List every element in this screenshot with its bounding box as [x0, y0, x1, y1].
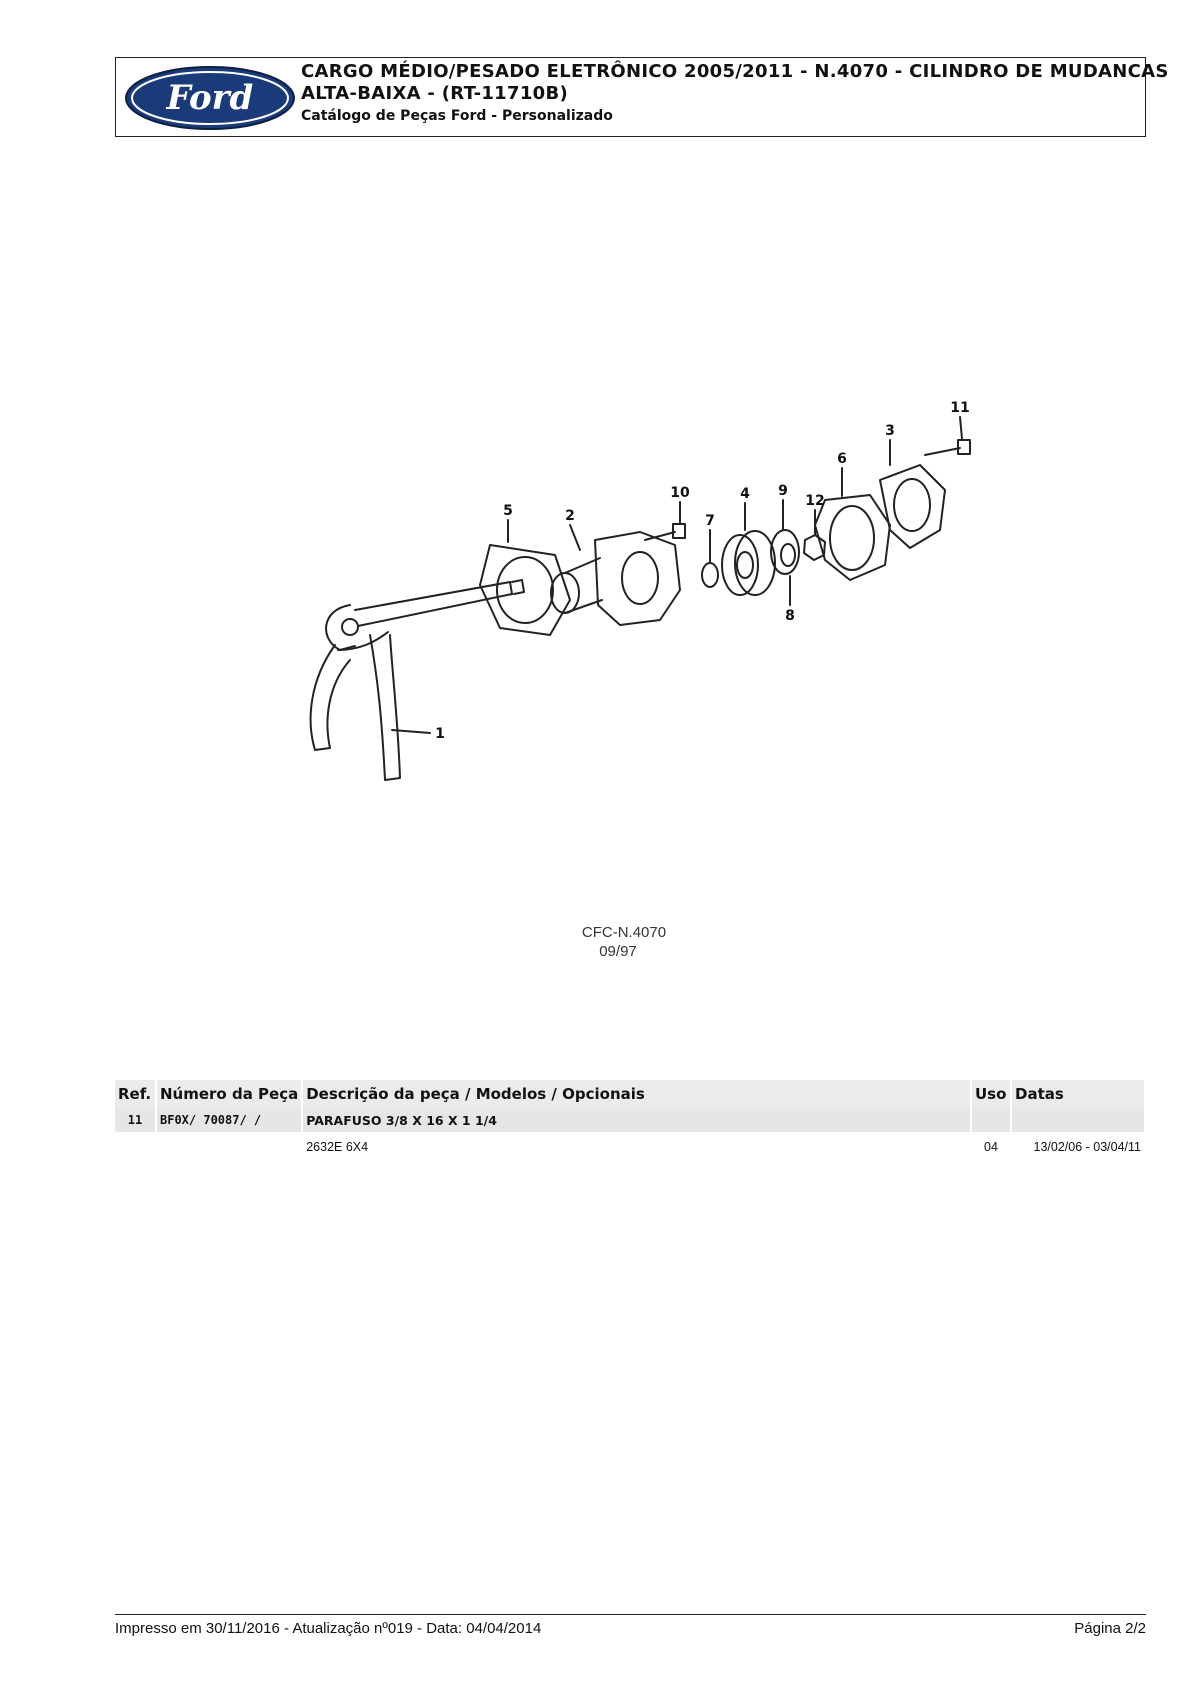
callout-2: 2: [565, 508, 575, 524]
callout-7: 7: [705, 513, 715, 529]
parts-table: Ref. Número da Peça Descrição da peça / …: [115, 1080, 1146, 1159]
callout-3: 3: [885, 423, 895, 439]
col-datas: Datas: [1011, 1080, 1146, 1108]
callout-10: 10: [670, 485, 690, 501]
gasket-part-5: [479, 519, 571, 636]
bolt-part-11: [924, 416, 971, 456]
page-header: Ford CARGO MÉDIO/PESADO ELETRÔNICO 2005/…: [115, 57, 1168, 137]
print-info: Impresso em 30/11/2016 - Atualização nº0…: [115, 1620, 542, 1637]
callout-8: 8: [785, 608, 795, 624]
cell-model: 2632E 6X4: [302, 1132, 972, 1159]
page-number: Página 2/2: [1074, 1620, 1146, 1637]
col-description: Descrição da peça / Modelos / Opcionais: [302, 1080, 972, 1108]
table-row-detail: 2632E 6X4 04 13/02/06 - 03/04/11: [115, 1132, 1146, 1159]
cell-part-number: BF0X/ 70087/ /: [156, 1108, 304, 1132]
callout-9: 9: [778, 483, 788, 499]
cell-datas: 13/02/06 - 03/04/11: [1011, 1132, 1146, 1159]
parts-table-header: Ref. Número da Peça Descrição da peça / …: [115, 1080, 1146, 1108]
callout-11: 11: [950, 400, 969, 416]
catalog-subtitle: Catálogo de Peças Ford - Personalizado: [301, 108, 613, 124]
callout-4: 4: [740, 486, 750, 502]
cover-part-3: [879, 439, 946, 549]
page-title: CARGO MÉDIO/PESADO ELETRÔNICO 2005/2011 …: [301, 61, 1169, 82]
table-row: 11 BF0X/ 70087/ / PARAFUSO 3/8 X 16 X 1 …: [115, 1108, 1146, 1132]
cell-description: PARAFUSO 3/8 X 16 X 1 1/4: [302, 1108, 972, 1132]
col-ref: Ref.: [115, 1080, 157, 1108]
cell-ref: 11: [115, 1108, 157, 1132]
piston-part-4: [721, 502, 776, 596]
col-part-number: Número da Peça: [156, 1080, 304, 1108]
callout-5: 5: [503, 503, 513, 519]
cell-uso: 04: [971, 1132, 1012, 1159]
page-title-line2: ALTA-BAIXA - (RT-11710B): [301, 83, 569, 104]
exploded-parts-diagram: 1 2 3 4 5 6 7 8 9 10 11 12 CFC-N.4070 09…: [309, 400, 971, 960]
gasket-part-6: [814, 467, 891, 581]
cell-datas-empty: [1011, 1108, 1146, 1132]
ring-part-8: [780, 543, 796, 567]
col-uso: Uso: [971, 1080, 1012, 1108]
o-ring-part-7: [701, 562, 719, 588]
callout-12: 12: [805, 493, 824, 509]
footer-divider: [115, 1614, 1146, 1615]
callout-6: 6: [837, 451, 847, 467]
cell-uso-empty: [971, 1108, 1012, 1132]
diagram-code: CFC-N.4070: [582, 924, 666, 941]
callout-1: 1: [435, 726, 445, 742]
washer-part-9: [770, 529, 800, 575]
ford-logo: Ford: [125, 66, 295, 130]
ford-logo-text: Ford: [166, 78, 254, 118]
diagram-date: 09/97: [599, 943, 637, 960]
housing-part-2: [550, 524, 681, 626]
bolt-part-10: [644, 501, 686, 541]
